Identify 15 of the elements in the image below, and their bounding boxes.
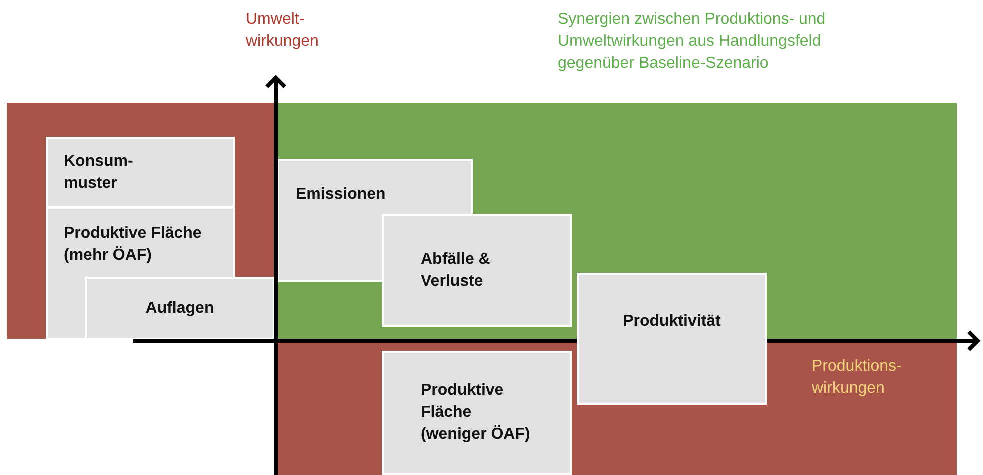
box-label: Konsum- muster [64,152,134,194]
text-box [382,351,572,475]
synergy-note: Synergien zwischen Produktions- und Umweltwirkungen aus Handlungsfeld gegenüber Baseline-Szenario [558,10,827,74]
text-box [85,277,275,340]
text-box [382,214,572,327]
axis-label: Produktions- wirkungen [812,357,903,399]
text-box [577,273,767,405]
box-label: Emissionen [296,185,386,205]
box-label: Abfälle & Verluste [421,250,492,292]
text-box [46,137,235,208]
box-label: Produktive Fläche (mehr ÖAF) [64,224,203,266]
box-label: Produktive Fläche (weniger ÖAF) [421,381,532,445]
box-label: Auflagen [146,298,214,318]
axis-label: Umwelt- wirkungen [246,10,320,52]
box-label: Produktivität [623,312,721,332]
